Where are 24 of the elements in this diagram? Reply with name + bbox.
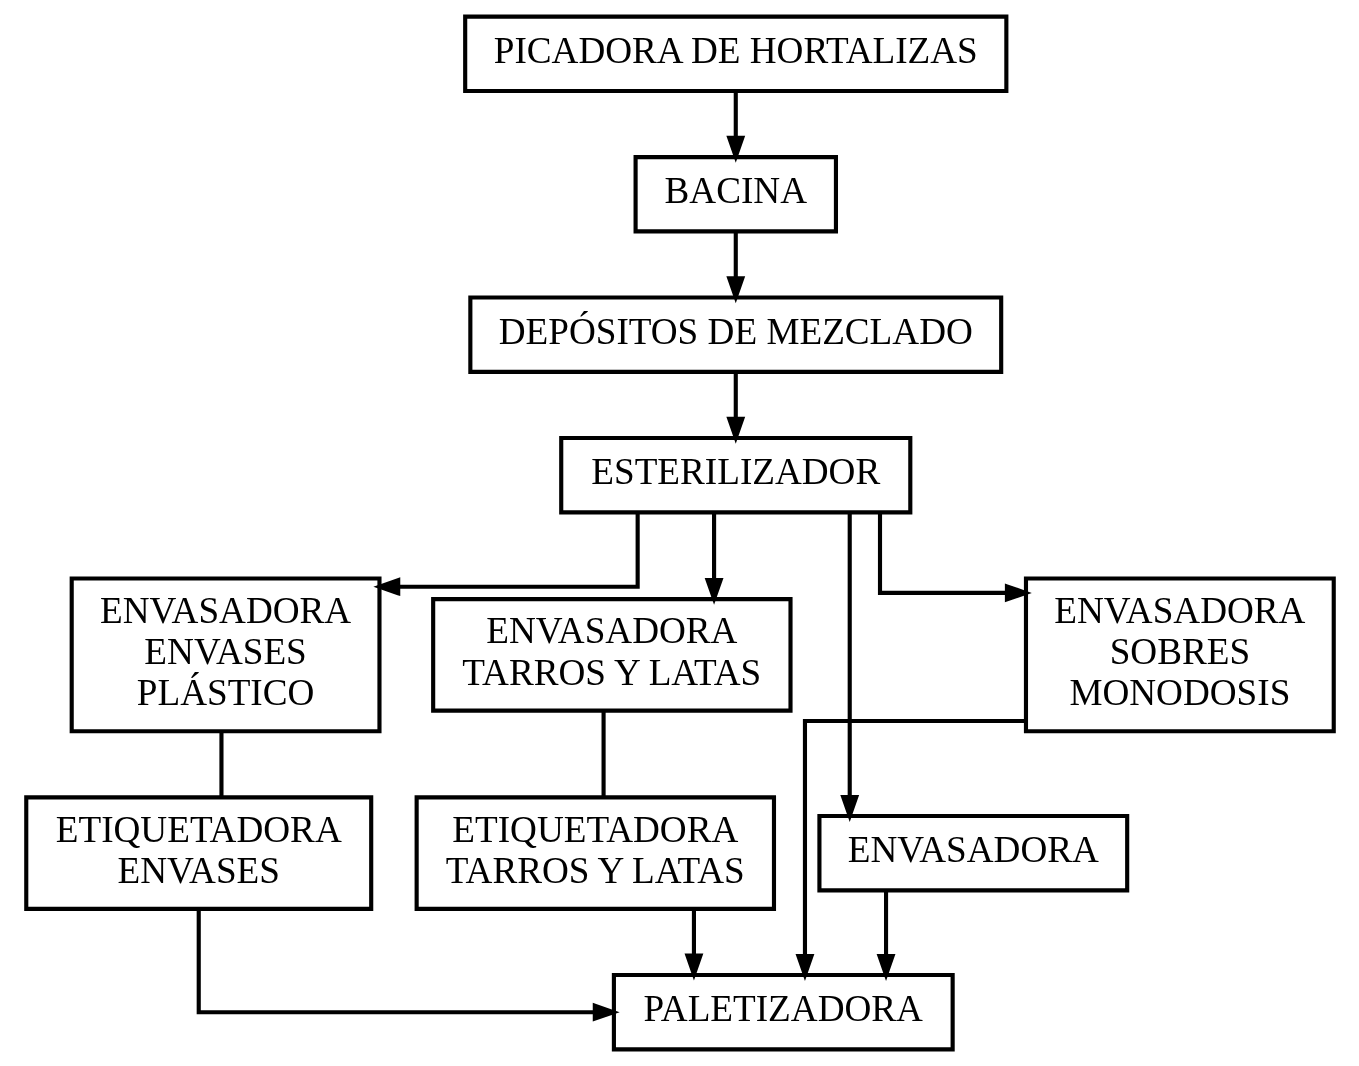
arrow	[704, 512, 723, 605]
node-box: ENVASADORA SOBRES MONODOSIS	[1023, 576, 1336, 734]
arrow	[877, 512, 1032, 603]
arrow	[725, 91, 745, 163]
node-box: ESTERILIZADOR	[558, 435, 912, 515]
node-box: ETIQUETADORA ENVASES	[23, 795, 373, 911]
node-box: ENVASADORA TARROS Y LATAS	[430, 597, 793, 713]
arrow	[876, 890, 895, 982]
arrow	[795, 718, 1026, 981]
arrow	[725, 231, 745, 304]
arrow	[684, 909, 703, 981]
arrow	[196, 909, 620, 1022]
node-box: PICADORA DE HORTALIZAS	[462, 14, 1008, 94]
arrow	[725, 372, 745, 444]
node-box: ENVASADORA ENVASES PLÁSTICO	[69, 576, 382, 734]
arrow	[372, 512, 640, 597]
connector	[601, 711, 606, 797]
arrow	[839, 512, 859, 822]
connector	[218, 731, 223, 797]
node-box: DEPÓSITOS DE MEZCLADO	[467, 295, 1003, 374]
node-box: ETIQUETADORA TARROS Y LATAS	[414, 795, 776, 911]
node-box: BACINA	[633, 155, 838, 234]
node-box: PALETIZADORA	[611, 972, 955, 1052]
node-box: ENVASADORA	[816, 813, 1129, 893]
